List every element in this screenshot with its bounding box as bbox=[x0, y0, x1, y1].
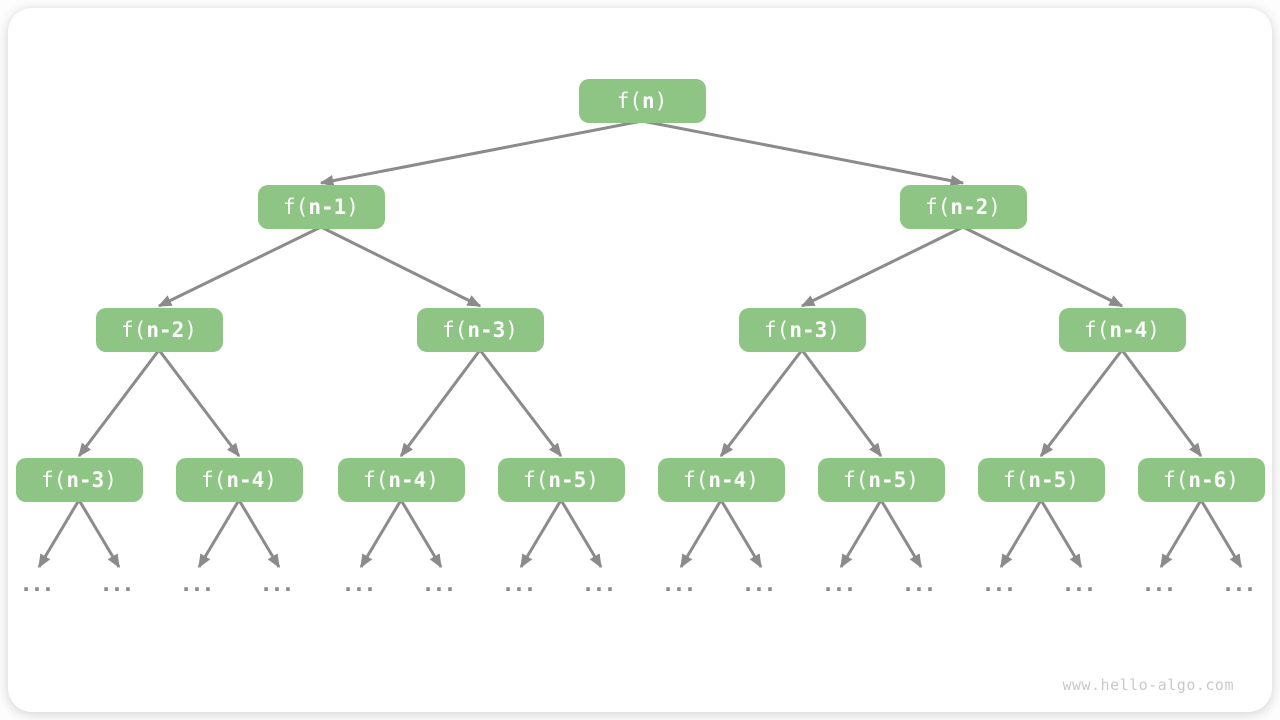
tree-node: f(n-2) bbox=[899, 185, 1027, 229]
ellipsis-leaf: ... bbox=[584, 569, 618, 597]
watermark: www.hello-algo.com bbox=[1062, 676, 1234, 694]
ellipsis-leaf: ... bbox=[102, 569, 136, 597]
ellipsis-leaf: ... bbox=[664, 569, 698, 597]
tree-node: f(n-4) bbox=[657, 458, 785, 502]
ellipsis-leaf: ... bbox=[504, 569, 538, 597]
ellipsis-leaf: ... bbox=[1064, 569, 1098, 597]
tree-node: f(n-5) bbox=[977, 458, 1105, 502]
tree-node: f(n) bbox=[578, 79, 706, 123]
ellipsis-leaf: ... bbox=[984, 569, 1018, 597]
tree-node: f(n-4) bbox=[337, 458, 465, 502]
tree-node: f(n-6) bbox=[1137, 458, 1265, 502]
tree-node: f(n-3) bbox=[15, 458, 143, 502]
tree-node: f(n-1) bbox=[257, 185, 385, 229]
ellipsis-leaf: ... bbox=[182, 569, 216, 597]
tree-node: f(n-3) bbox=[416, 308, 544, 352]
ellipsis-leaf: ... bbox=[1144, 569, 1178, 597]
ellipsis-leaf: ... bbox=[424, 569, 458, 597]
tree-node: f(n-4) bbox=[1058, 308, 1186, 352]
ellipsis-leaf: ... bbox=[262, 569, 296, 597]
tree-node: f(n-2) bbox=[95, 308, 223, 352]
tree-node: f(n-4) bbox=[175, 458, 303, 502]
ellipsis-leaf: ... bbox=[904, 569, 938, 597]
tree-node: f(n-5) bbox=[817, 458, 945, 502]
tree-node: f(n-3) bbox=[738, 308, 866, 352]
ellipsis-leaf: ... bbox=[22, 569, 56, 597]
ellipsis-leaf: ... bbox=[744, 569, 778, 597]
ellipsis-leaf: ... bbox=[1224, 569, 1258, 597]
tree-node: f(n-5) bbox=[497, 458, 625, 502]
ellipsis-leaf: ... bbox=[824, 569, 858, 597]
ellipsis-leaf: ... bbox=[344, 569, 378, 597]
